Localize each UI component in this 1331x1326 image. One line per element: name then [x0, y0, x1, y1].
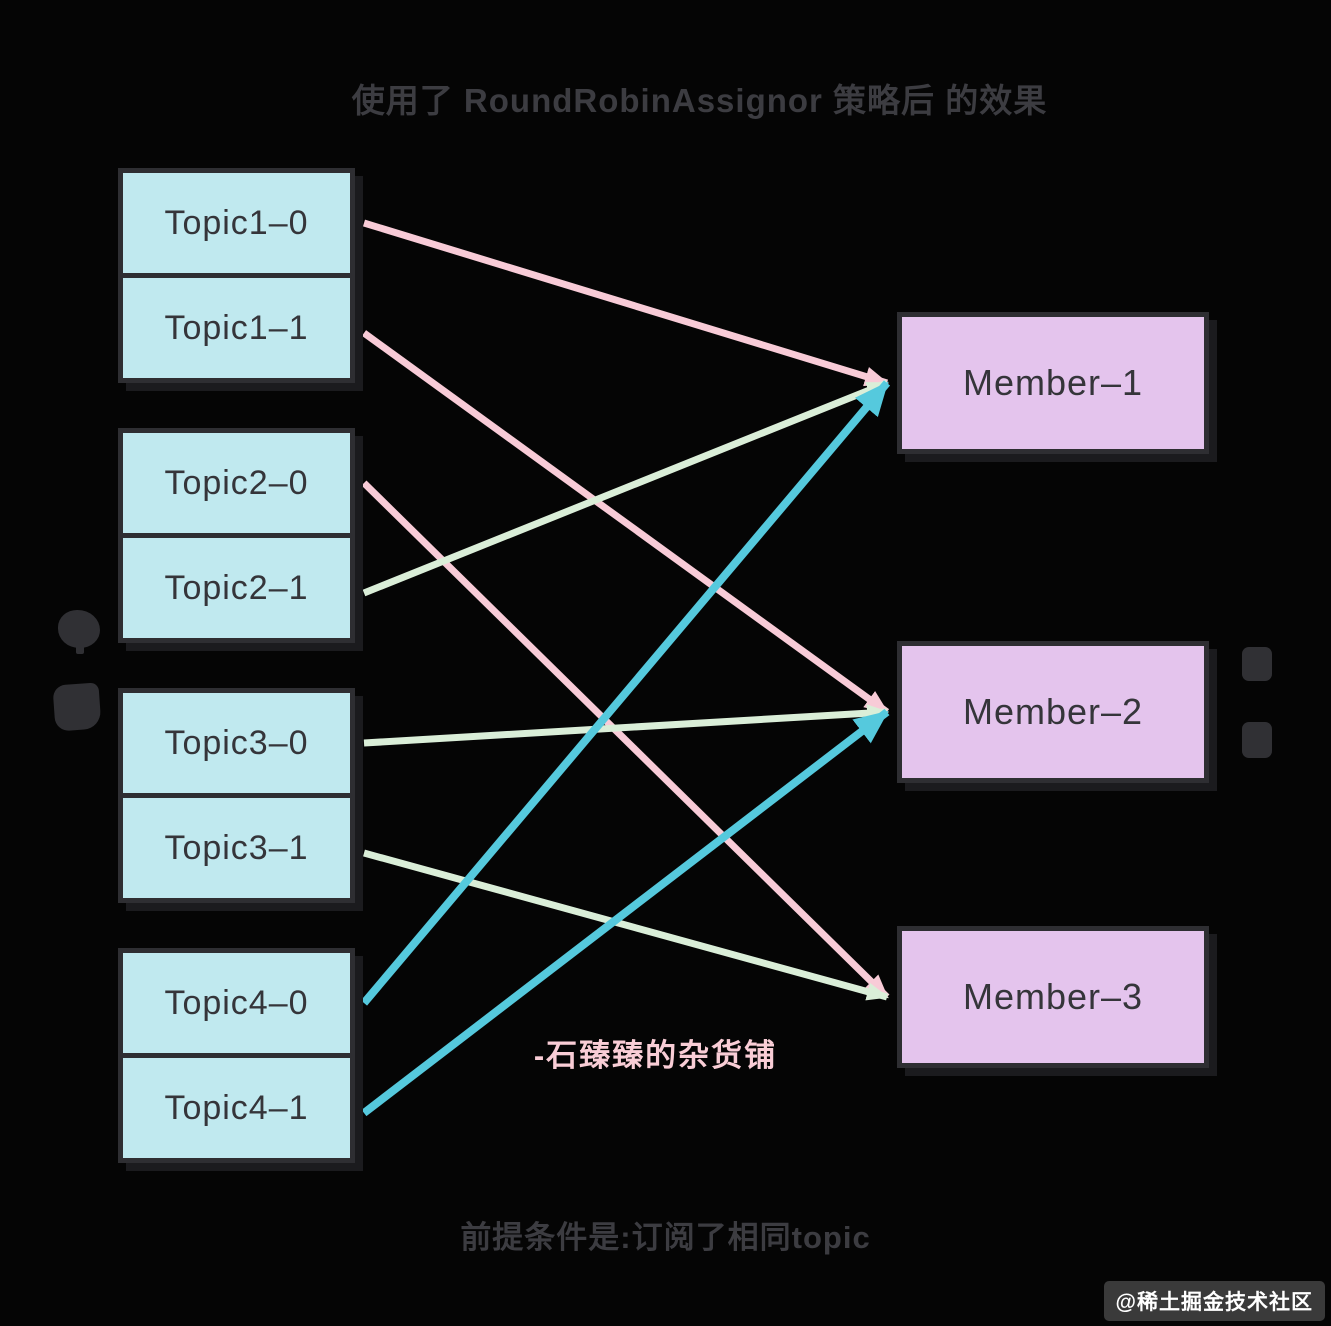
juejin-community-badge: @稀土掘金技术社区 — [1103, 1281, 1325, 1321]
topic-partition-box: Topic2–1 — [118, 533, 355, 643]
left-decorative-glyph-top — [58, 610, 100, 654]
topic-partition-box: Topic1–1 — [118, 273, 355, 383]
topic-partition-box: Topic1–0 — [118, 168, 355, 278]
right-decorative-glyph-bottom — [1242, 722, 1272, 758]
assignment-arrow-Topic3–1-to-Member–3 — [363, 849, 889, 1001]
assignment-arrow-Topic1–1-to-Member–2 — [361, 330, 890, 715]
assignment-arrow-Topic2–1-to-Member–1 — [362, 379, 889, 597]
topic-partition-box: Topic3–0 — [118, 688, 355, 798]
author-watermark: -石臻臻的杂货铺 — [533, 1038, 778, 1073]
footer-caption: 前提条件是:订阅了相同topic — [460, 1220, 871, 1255]
topic-partition-box: Topic4–0 — [118, 948, 355, 1058]
member-box: Member–2 — [897, 641, 1209, 783]
assignment-arrow-Topic1–0-to-Member–1 — [362, 219, 889, 387]
diagram-title: 使用了 RoundRobinAssignor 策略后 的效果 — [351, 82, 1048, 119]
assignment-arrow-Topic2–0-to-Member–3 — [361, 480, 890, 1000]
member-box: Member–3 — [897, 926, 1209, 1068]
topic-partition-box: Topic4–1 — [118, 1053, 355, 1163]
right-decorative-glyph-top — [1242, 647, 1272, 681]
topic-partition-box: Topic3–1 — [118, 793, 355, 903]
assignment-arrow-Topic4–1-to-Member–2 — [361, 708, 890, 1117]
assignment-arrow-Topic3–0-to-Member–2 — [363, 704, 889, 747]
member-box: Member–1 — [897, 312, 1209, 454]
assignment-arrow-Topic4–0-to-Member–1 — [360, 380, 891, 1006]
